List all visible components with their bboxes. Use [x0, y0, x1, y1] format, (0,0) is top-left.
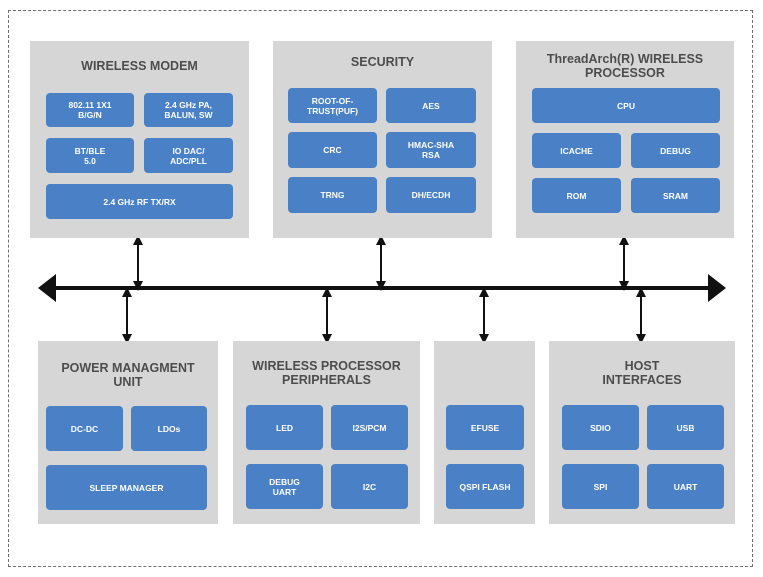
panel-title: HOST INTERFACES [602, 359, 682, 387]
panel-power-management: POWER MANAGMENT UNIT DC-DC LDOs SLEEP MA… [38, 341, 218, 524]
block-sleep-manager: SLEEP MANAGER [46, 465, 207, 510]
panel-threadarch: ThreadArch(R) WIRELESS PROCESSOR CPU ICA… [516, 41, 734, 238]
block-io-dac: IO DAC/ ADC/PLL [144, 138, 233, 173]
block-uart: UART [647, 464, 724, 509]
block-spi: SPI [562, 464, 639, 509]
panel-host-interfaces: HOST INTERFACES SDIO USB SPI UART [549, 341, 735, 524]
block-aes: AES [386, 88, 476, 123]
bus-arrow-right [708, 274, 726, 302]
block-cpu: CPU [532, 88, 720, 123]
block-dc-dc: DC-DC [46, 406, 123, 451]
block-debug-uart: DEBUG UART [246, 464, 323, 509]
panel-title: ThreadArch(R) WIRELESS PROCESSOR [546, 52, 704, 80]
block-pa-balun: 2.4 GHz PA, BALUN, SW [144, 93, 233, 127]
block-icache: ICACHE [532, 133, 621, 168]
panel-wireless-modem: WIRELESS MODEM 802.11 1X1 B/G/N 2.4 GHz … [30, 41, 249, 238]
block-hmac-sha: HMAC-SHA RSA [386, 132, 476, 168]
block-dh-ecdh: DH/ECDH [386, 177, 476, 213]
block-debug: DEBUG [631, 133, 720, 168]
block-i2s-pcm: I2S/PCM [331, 405, 408, 450]
block-sram: SRAM [631, 178, 720, 213]
panel-peripherals: WIRELESS PROCESSOR PERIPHERALS LED I2S/P… [233, 341, 420, 524]
block-root-of-trust: ROOT-OF- TRUST(PUF) [288, 88, 377, 123]
dashed-frame [8, 10, 753, 567]
block-rf-txrx: 2.4 GHz RF TX/RX [46, 184, 233, 219]
panel-title: WIRELESS MODEM [81, 59, 198, 73]
block-usb: USB [647, 405, 724, 450]
block-i2c: I2C [331, 464, 408, 509]
block-bt-ble: BT/BLE 5.0 [46, 138, 134, 173]
block-crc: CRC [288, 132, 377, 168]
block-efuse: EFUSE [446, 405, 524, 450]
block-rom: ROM [532, 178, 621, 213]
block-qspi-flash: QSPI FLASH [446, 464, 524, 509]
block-trng: TRNG [288, 177, 377, 213]
block-wifi: 802.11 1X1 B/G/N [46, 93, 134, 127]
block-sdio: SDIO [562, 405, 639, 450]
panel-memory: EFUSE QSPI FLASH [434, 341, 535, 524]
block-ldos: LDOs [131, 406, 207, 451]
panel-security: SECURITY ROOT-OF- TRUST(PUF) AES CRC HMA… [273, 41, 492, 238]
panel-title: POWER MANAGMENT UNIT [61, 361, 195, 389]
block-led: LED [246, 405, 323, 450]
bus-arrow-left [38, 274, 56, 302]
panel-title: WIRELESS PROCESSOR PERIPHERALS [252, 359, 401, 387]
panel-title: SECURITY [350, 55, 415, 69]
